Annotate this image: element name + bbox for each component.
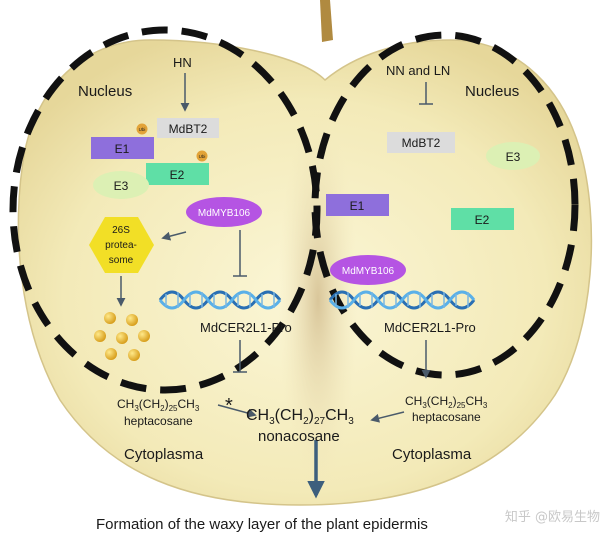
dna-right-helix xyxy=(328,290,476,310)
e1-left-box xyxy=(91,137,154,159)
dna-left-helix xyxy=(158,290,282,310)
cytoplasm-left-label: Cytoplasma xyxy=(124,446,204,463)
nonacosane-name: nonacosane xyxy=(258,428,340,445)
e3-left-label: E3 xyxy=(114,179,129,193)
promoter-left-label: MdCER2L1-Pro xyxy=(200,320,292,335)
myb-left-inhibit-line xyxy=(233,230,247,277)
myb-left-label: MdMYB106 xyxy=(198,208,251,219)
ubi-left-b-icon xyxy=(196,150,208,162)
myb-right-shape xyxy=(330,255,406,285)
proteasome-label-1: 26S xyxy=(112,225,130,236)
peptide-ball xyxy=(138,330,150,342)
e3-right-shape xyxy=(486,142,540,170)
peptide-ball xyxy=(94,330,106,342)
proteasome-label-2: protea- xyxy=(105,240,137,251)
apple-stem xyxy=(320,0,333,42)
nucleus-left-title: Nucleus xyxy=(78,83,132,100)
e2-left-box xyxy=(146,163,209,185)
ubi-left-b-label: Ubi xyxy=(199,154,206,159)
e2-right-label: E2 xyxy=(475,213,490,227)
e2-left-label: E2 xyxy=(170,168,185,182)
peptide-ball xyxy=(126,314,138,326)
mdbt2-left-label: MdBT2 xyxy=(169,122,208,136)
myb-right-label: MdMYB106 xyxy=(342,266,395,277)
nucleus-right-membrane xyxy=(311,31,579,379)
peptide-ball xyxy=(104,312,116,324)
mdbt2-left-box xyxy=(157,118,219,138)
nn-ln-label: NN and LN xyxy=(386,63,450,78)
myb-left-shape xyxy=(186,197,262,227)
ubi-left-a-icon xyxy=(136,123,148,135)
heptacosane-right-to-nonacosane-arrow xyxy=(370,411,405,423)
nonacosane-formula: CH3(CH2)27CH3 xyxy=(246,407,354,427)
e2-right-box xyxy=(451,208,514,230)
heptacosane-left-name: heptacosane xyxy=(124,414,193,428)
mdbt2-right-box xyxy=(387,132,455,153)
e1-left-label: E1 xyxy=(115,142,130,156)
figure-caption: Formation of the waxy layer of the plant… xyxy=(96,516,428,533)
peptide-ball xyxy=(128,349,140,361)
degraded-peptides xyxy=(94,312,150,361)
heptacosane-right-formula: CH3(CH2)25CH3 xyxy=(405,394,488,410)
peptide-ball xyxy=(105,348,117,360)
mdbt2-right-label: MdBT2 xyxy=(402,136,441,150)
myb-to-proteasome-arrow xyxy=(161,231,187,241)
inhibition-star: * xyxy=(225,395,233,417)
cytoplasm-right-label: Cytoplasma xyxy=(392,446,472,463)
proteasome-label-3: some xyxy=(109,255,134,266)
watermark-text: 知乎 @欧易生物 xyxy=(505,509,600,525)
heptacosane-right-name: heptacosane xyxy=(412,410,481,424)
e1-right-label: E1 xyxy=(350,199,365,213)
e1-right-box xyxy=(326,194,389,216)
nucleus-left-membrane xyxy=(9,26,321,394)
hn-label: HN xyxy=(173,55,192,70)
proteasome-icon xyxy=(89,217,154,273)
e3-right-label: E3 xyxy=(506,150,521,164)
e3-left-shape xyxy=(93,171,149,199)
heptacosane-left-to-nonacosane-arrow xyxy=(217,404,257,418)
heptacosane-left-formula: CH3(CH2)25CH3 xyxy=(117,397,200,413)
promoter-right-label: MdCER2L1-Pro xyxy=(384,320,476,335)
peptide-ball xyxy=(116,332,128,344)
nn-ln-inhibit-line xyxy=(419,82,433,105)
nucleus-right-title: Nucleus xyxy=(465,83,519,100)
promoter-left-inhibit-line xyxy=(233,340,247,373)
ubi-left-a-label: Ubi xyxy=(139,127,146,132)
